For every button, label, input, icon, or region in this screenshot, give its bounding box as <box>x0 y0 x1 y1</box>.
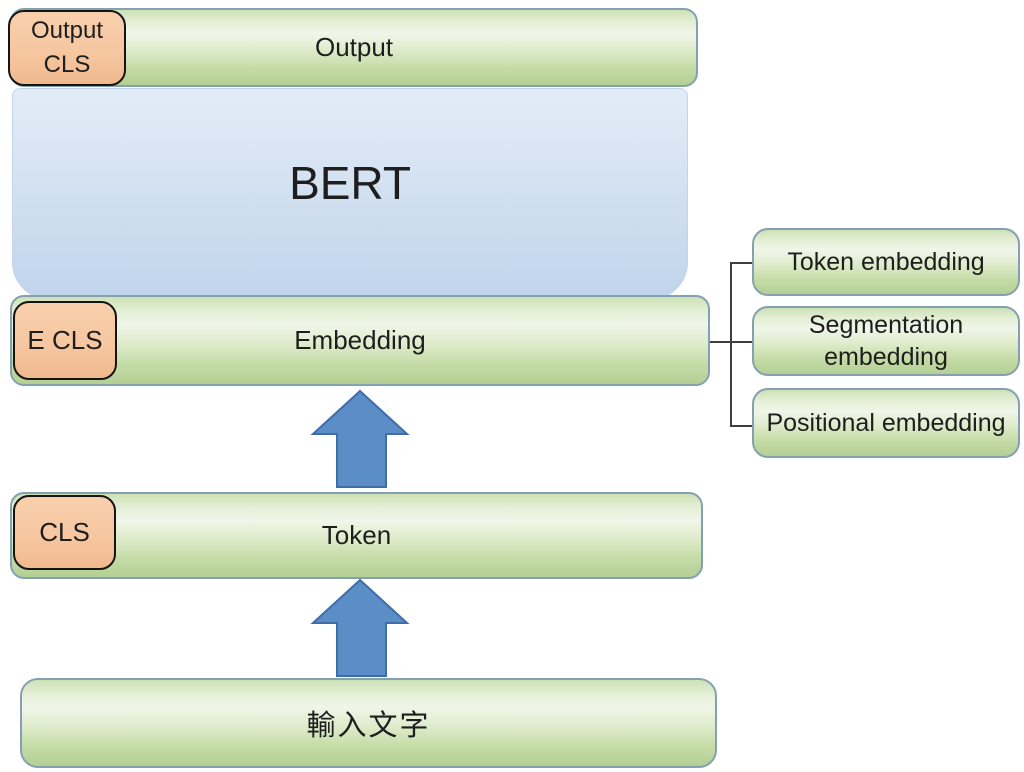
token-embedding-label: Token embedding <box>787 247 985 276</box>
connector-line <box>730 425 752 427</box>
bert-box: BERT <box>12 88 688 300</box>
embedding-bar-label: Embedding <box>294 325 426 355</box>
up-arrow-icon <box>310 578 410 677</box>
connector-line <box>730 262 752 264</box>
e-cls-badge: E CLS <box>13 301 117 380</box>
positional-embedding-box: Positional embedding <box>752 388 1020 458</box>
cls-badge: CLS <box>13 495 116 570</box>
up-arrow-icon <box>310 389 410 488</box>
positional-embedding-label: Positional embedding <box>766 408 1006 437</box>
input-text-bar: 輸入文字 <box>20 678 717 768</box>
cls-badge-label: CLS <box>39 517 90 548</box>
output-cls-badge: Output CLS <box>8 10 126 86</box>
segmentation-embedding-label: Segmentation embedding <box>808 310 964 372</box>
input-text-bar-label: 輸入文字 <box>306 710 431 742</box>
token-bar: Token <box>10 492 703 579</box>
token-bar-label: Token <box>321 520 392 550</box>
segmentation-embedding-box: Segmentation embedding <box>752 306 1020 376</box>
embedding-bar: Embedding <box>10 295 710 386</box>
e-cls-badge-label: E CLS <box>27 325 103 356</box>
output-cls-badge-label: Output CLS <box>30 17 104 78</box>
token-embedding-box: Token embedding <box>752 228 1020 296</box>
output-bar-label: Output <box>314 32 394 62</box>
connector-line <box>730 262 732 427</box>
bert-label: BERT <box>289 157 411 209</box>
